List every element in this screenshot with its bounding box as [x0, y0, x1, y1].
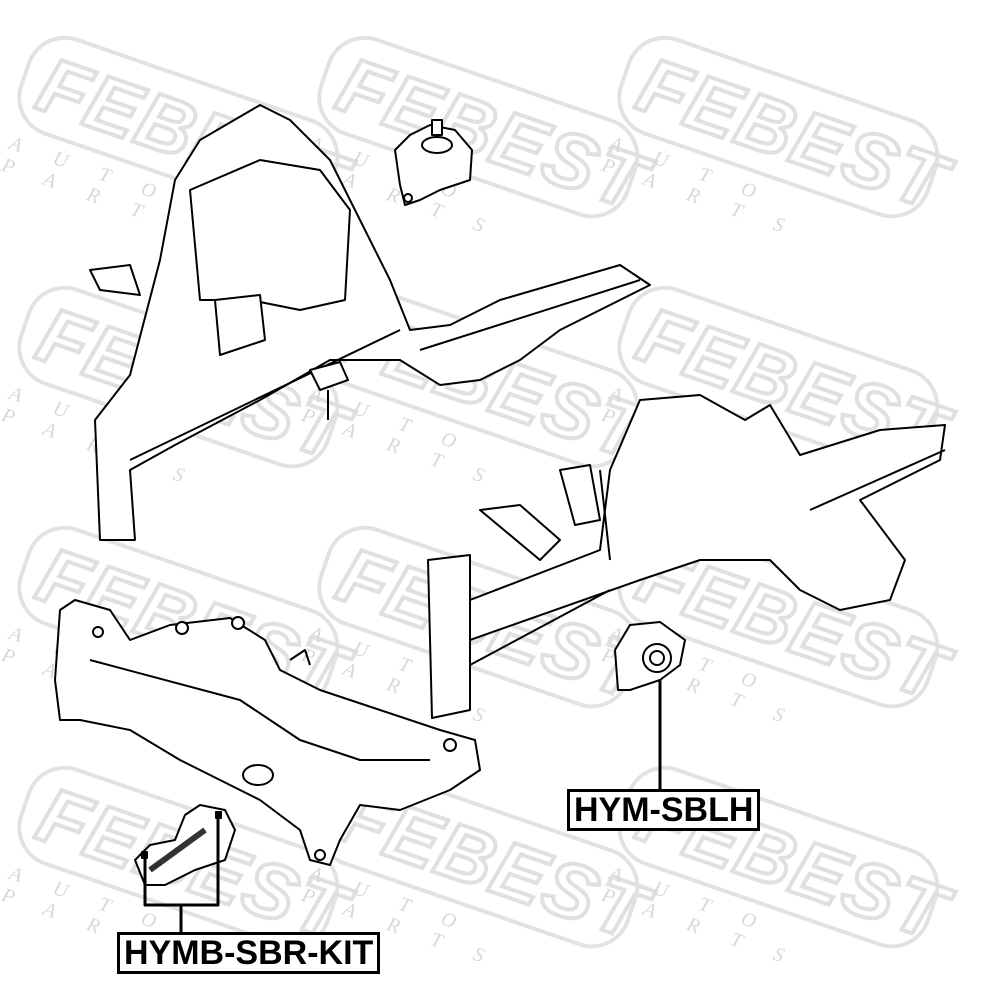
leader-lines	[143, 680, 662, 933]
front-body-structure-left	[89, 104, 651, 541]
part-label-hym-sblh[interactable]: HYM-SBLH	[567, 789, 761, 831]
front-subframe	[54, 599, 481, 866]
left-engine-mount	[614, 621, 686, 691]
rear-engine-mount	[134, 804, 236, 886]
engine-mount-top	[394, 119, 473, 206]
part-label-hymb-sbr-kit[interactable]: HYMB-SBR-KIT	[117, 932, 381, 974]
front-body-structure-right	[427, 394, 946, 719]
